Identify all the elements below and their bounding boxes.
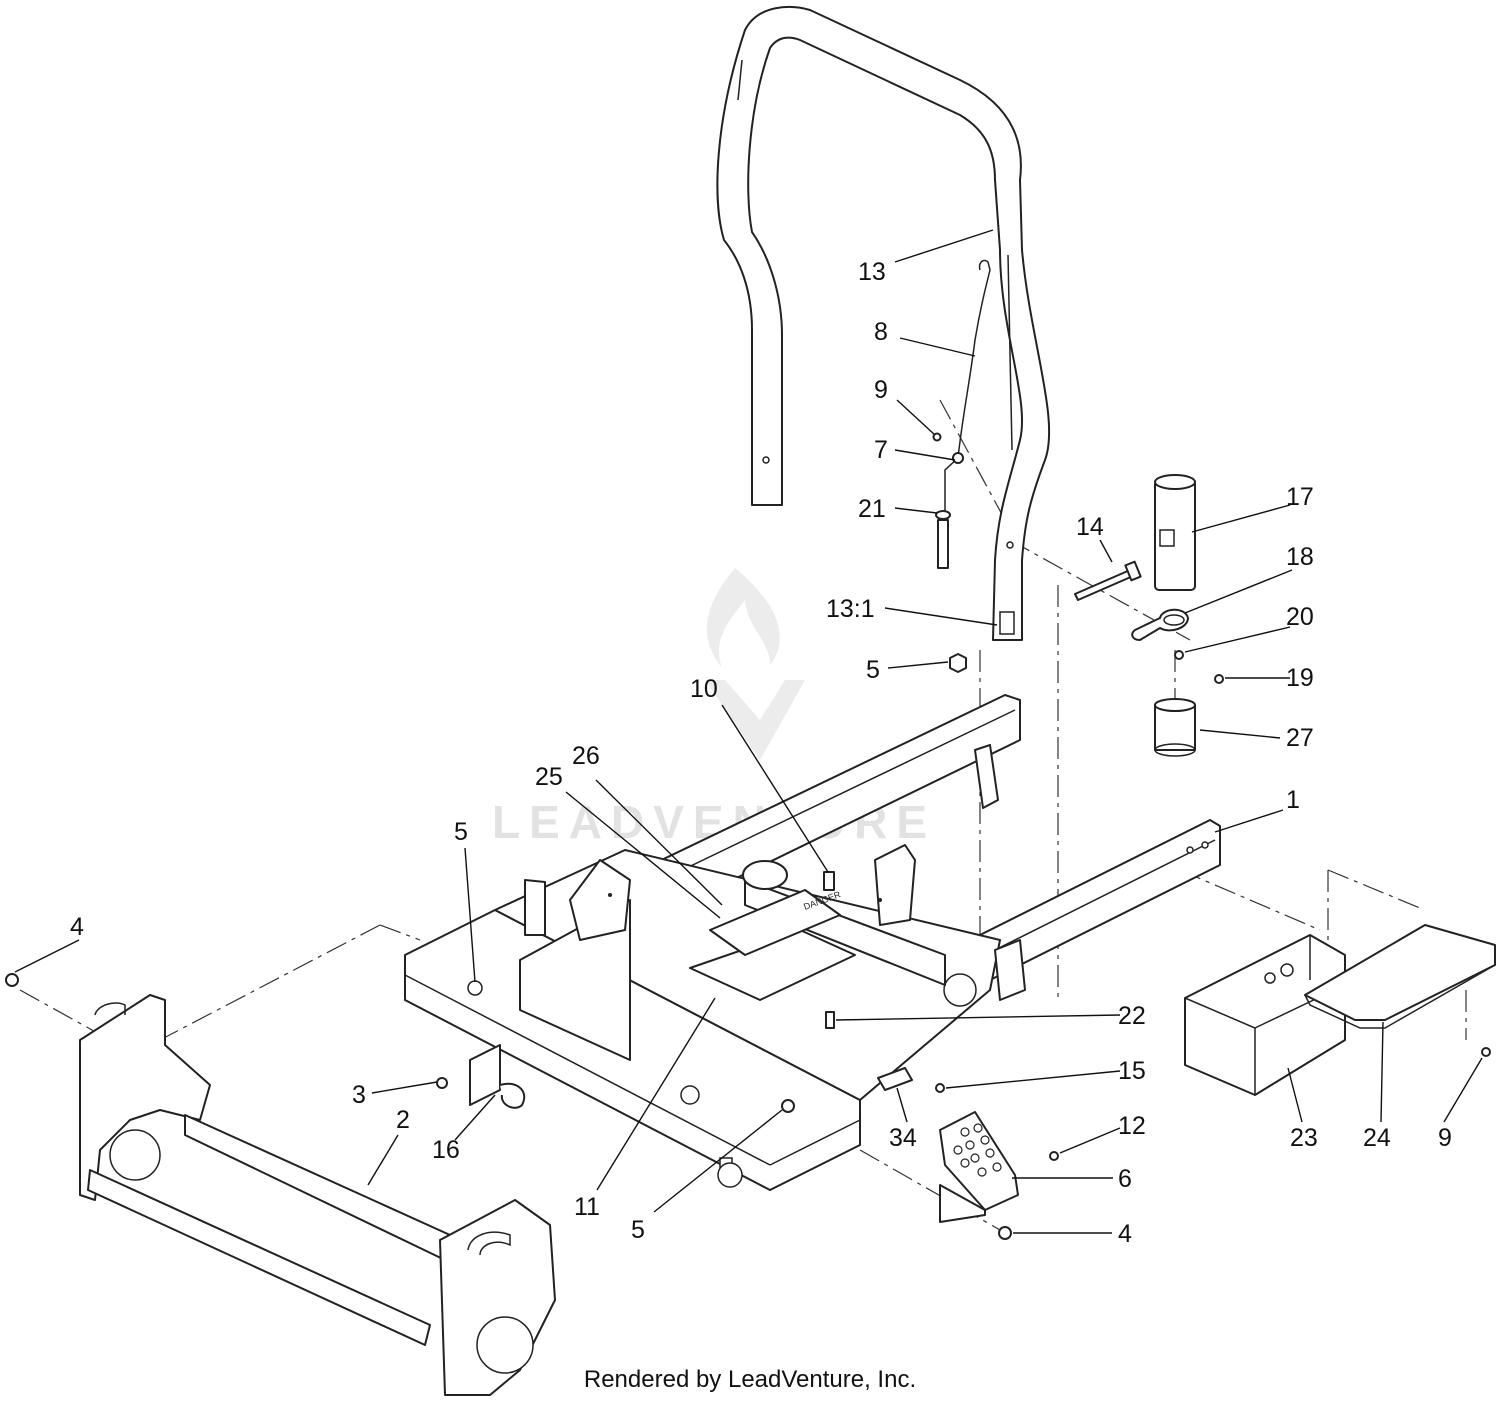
- callout-17: 17: [1286, 483, 1314, 511]
- callout-5-mid: 5: [454, 818, 468, 846]
- callout-6: 6: [1118, 1165, 1132, 1193]
- leader-lines: [14, 229, 1483, 1234]
- part-5-nut-top: [949, 653, 967, 673]
- callout-26: 26: [572, 742, 600, 770]
- part-2-front-bumper: [79, 994, 556, 1396]
- callout-12: 12: [1118, 1112, 1146, 1140]
- part-15-spacer: [935, 1083, 945, 1093]
- callout-7: 7: [874, 436, 888, 464]
- part-20-washer: [1174, 650, 1184, 660]
- part-23-box: [1184, 934, 1346, 1096]
- callout-25: 25: [535, 763, 563, 791]
- callouts: 13 8 9 7 21 14 13:1 5 17 18 20 19 27 1 1…: [70, 258, 1452, 1248]
- callout-34: 34: [889, 1124, 917, 1152]
- part-21-washer: [935, 510, 951, 520]
- callout-21: 21: [858, 495, 886, 523]
- callout-4-right: 4: [1118, 1220, 1132, 1248]
- callout-27: 27: [1286, 724, 1314, 752]
- part-18-bracket: [1131, 608, 1189, 641]
- part-10-post: [823, 871, 835, 891]
- part-24-seat-pad: [1304, 924, 1496, 1029]
- footer-credit: Rendered by LeadVenture, Inc.: [583, 1366, 917, 1393]
- part-34-decal: [877, 1067, 913, 1091]
- callout-16: 16: [432, 1136, 460, 1164]
- callout-3: 3: [352, 1081, 366, 1109]
- part-22-bolt: [825, 1011, 835, 1029]
- part-3-bolt: [436, 1077, 448, 1089]
- callout-20: 20: [1286, 603, 1314, 631]
- part-19-screw: [1214, 674, 1224, 684]
- part-7-clip: [952, 452, 964, 464]
- callout-13: 13: [858, 258, 886, 286]
- callout-15: 15: [1118, 1057, 1146, 1085]
- callout-5-top: 5: [866, 656, 880, 684]
- callout-14: 14: [1076, 513, 1104, 541]
- callout-23: 23: [1290, 1124, 1318, 1152]
- watermark-flame-icon: [706, 568, 780, 668]
- part-14-bolt: [1074, 560, 1142, 601]
- watermark-chevron-icon: [705, 680, 805, 760]
- callout-19: 19: [1286, 664, 1314, 692]
- part-4-bolt-left: [5, 973, 19, 987]
- part-12-screw: [1049, 1151, 1059, 1161]
- callout-24: 24: [1363, 1124, 1391, 1152]
- callout-11: 11: [574, 1193, 600, 1221]
- callout-1: 1: [1286, 786, 1300, 814]
- part-5-nut-bottom: [781, 1099, 795, 1113]
- callout-2: 2: [396, 1106, 410, 1134]
- part-9-bolt-upper: [932, 432, 942, 442]
- part-16-hitch: [469, 1044, 526, 1109]
- callout-13-1: 13:1: [826, 595, 875, 623]
- part-27-sleeve: [1154, 698, 1196, 757]
- callout-22: 22: [1118, 1002, 1146, 1030]
- part-8-hitch-pin: [937, 259, 991, 569]
- part-6-foot-step: [939, 1111, 1019, 1223]
- part-9-bolt-lower: [1481, 1047, 1491, 1057]
- callout-5-bottom: 5: [631, 1216, 645, 1244]
- callout-18: 18: [1286, 543, 1314, 571]
- callout-4-left: 4: [70, 913, 84, 941]
- callout-9-lower: 9: [1438, 1124, 1452, 1152]
- callout-8: 8: [874, 318, 888, 346]
- callout-9-upper: 9: [874, 376, 888, 404]
- part-1-main-frame: [404, 694, 1221, 1191]
- callout-10: 10: [690, 675, 718, 703]
- part-13-roll-bar: [716, 5, 1051, 641]
- part-4-bolt-right: [998, 1226, 1012, 1240]
- part-17-canister: [1154, 474, 1196, 591]
